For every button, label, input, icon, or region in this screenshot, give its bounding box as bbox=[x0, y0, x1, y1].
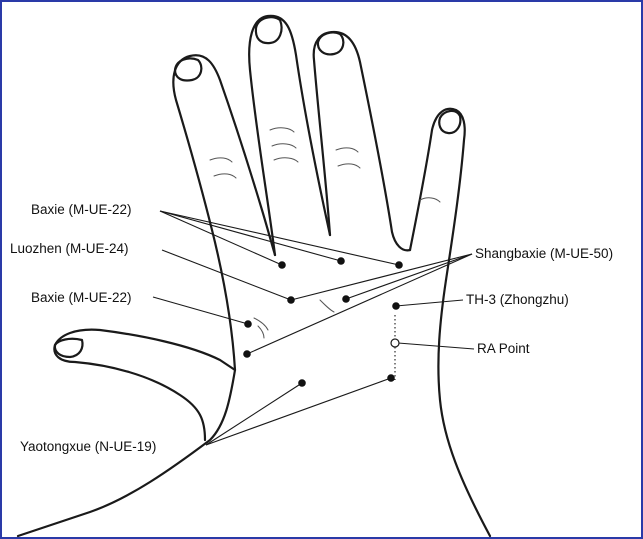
acupoint-luozhen bbox=[287, 296, 295, 304]
crease bbox=[272, 144, 296, 148]
crease bbox=[274, 158, 298, 162]
acupoint-ra-point bbox=[391, 339, 399, 347]
acupoint-yaotongxue-1 bbox=[298, 379, 306, 387]
crease bbox=[420, 198, 440, 202]
index-nail bbox=[175, 58, 201, 80]
thumb-outline bbox=[18, 330, 235, 536]
middle-finger-outline bbox=[249, 16, 330, 255]
leader-yaotongxue bbox=[206, 378, 391, 445]
hand-right-edge bbox=[438, 280, 490, 536]
label-yaotongxue: Yaotongxue (N-UE-19) bbox=[20, 439, 156, 454]
label-baxie-bottom: Baxie (M-UE-22) bbox=[31, 290, 132, 305]
crease bbox=[258, 326, 264, 338]
label-ra-point: RA Point bbox=[477, 341, 530, 356]
label-th3: TH-3 (Zhongzhu) bbox=[466, 292, 569, 307]
crease bbox=[254, 318, 268, 330]
leader-th3 bbox=[396, 300, 463, 306]
leader-shangbaxie bbox=[346, 254, 472, 299]
leader-baxie-top bbox=[160, 211, 399, 265]
label-shangbaxie: Shangbaxie (M-UE-50) bbox=[475, 246, 613, 261]
leader-yaotongxue bbox=[206, 383, 302, 445]
leader-ra-point bbox=[398, 343, 474, 349]
leader-lines bbox=[153, 211, 474, 445]
thumb-nail bbox=[55, 339, 83, 357]
middle-nail bbox=[256, 17, 282, 43]
little-nail bbox=[439, 111, 460, 133]
acupoints bbox=[243, 257, 403, 387]
acupoint-yaotongxue-2 bbox=[387, 374, 395, 382]
crease bbox=[214, 174, 236, 178]
crease bbox=[320, 300, 334, 312]
crease bbox=[336, 148, 358, 152]
leader-shangbaxie bbox=[247, 254, 472, 354]
leader-baxie-top bbox=[160, 211, 341, 261]
leader-baxie-bottom bbox=[153, 297, 248, 324]
crease bbox=[270, 128, 294, 132]
acupoint-baxie-2 bbox=[337, 257, 345, 265]
hand-illustration bbox=[18, 16, 490, 536]
acupoint-baxie-3 bbox=[395, 261, 403, 269]
labels: Baxie (M-UE-22) Luozhen (M-UE-24) Baxie … bbox=[10, 202, 613, 454]
index-finger-outline bbox=[173, 55, 275, 370]
acupoint-shangbaxie-2 bbox=[342, 295, 350, 303]
crease bbox=[210, 158, 232, 162]
acupoint-shangbaxie-3 bbox=[243, 350, 251, 358]
little-finger-outline bbox=[410, 109, 465, 280]
acupoint-baxie-1 bbox=[278, 261, 286, 269]
acupoint-th3 bbox=[392, 302, 400, 310]
label-baxie-top: Baxie (M-UE-22) bbox=[31, 202, 132, 217]
ring-finger-outline bbox=[314, 32, 410, 250]
crease bbox=[338, 164, 360, 168]
ring-nail bbox=[318, 32, 343, 54]
label-luozhen: Luozhen (M-UE-24) bbox=[10, 241, 129, 256]
acupoint-baxie-4 bbox=[244, 320, 252, 328]
